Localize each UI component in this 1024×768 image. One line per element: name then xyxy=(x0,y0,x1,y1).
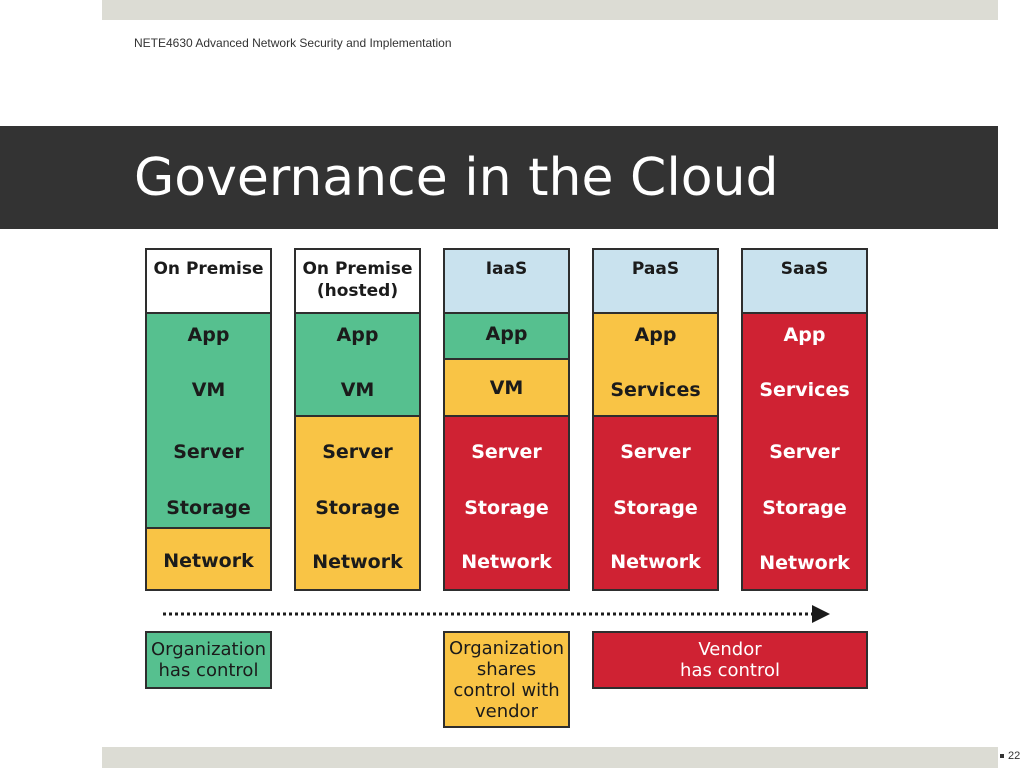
layer-label: Network xyxy=(610,551,701,573)
responsibility-arrow xyxy=(163,605,830,623)
column-header: PaaS xyxy=(594,250,717,314)
layer-label: App xyxy=(485,323,528,345)
legend-shared-control: Organization shares control with vendor xyxy=(443,631,570,728)
title-bar xyxy=(0,126,998,229)
layer-label: App xyxy=(187,324,230,346)
layer-label: Storage xyxy=(613,497,698,519)
page-number: 22 xyxy=(1000,750,1020,762)
slide-title: Governance in the Cloud xyxy=(134,148,779,208)
layer-label: Storage xyxy=(464,497,549,519)
column-on-premise-hosted: On Premise (hosted) App VM Server Storag… xyxy=(294,248,421,591)
segment-shared-control: VM xyxy=(445,360,568,417)
layer-label: Storage xyxy=(762,497,847,519)
layer-label: Services xyxy=(610,379,701,401)
column-header: IaaS xyxy=(445,250,568,314)
layer-label: Network xyxy=(163,550,254,572)
legend-vendor-control: Vendor has control xyxy=(592,631,868,689)
layer-label: Server xyxy=(173,441,244,463)
layer-label: VM xyxy=(191,379,226,401)
course-title: NETE4630 Advanced Network Security and I… xyxy=(134,36,452,50)
layer-label: VM xyxy=(340,379,375,401)
column-header: On Premise (hosted) xyxy=(296,250,419,314)
segment-vendor-control: Server Storage Network xyxy=(445,417,568,589)
layer-label: Server xyxy=(471,441,542,463)
column-header: On Premise xyxy=(147,250,270,314)
column-on-premise: On Premise App VM Server Storage Network xyxy=(145,248,272,591)
segment-vendor-control: Server Storage Network xyxy=(594,417,717,589)
segment-org-control: App VM xyxy=(296,314,419,417)
layer-label: Network xyxy=(312,551,403,573)
layer-label: Storage xyxy=(315,497,400,519)
column-header: SaaS xyxy=(743,250,866,314)
bullet-icon xyxy=(1000,754,1004,759)
segment-vendor-control: App Services Server Storage Network xyxy=(743,314,866,589)
layer-label: App xyxy=(783,324,826,346)
layer-label: Server xyxy=(322,441,393,463)
column-paas: PaaS App Services Server Storage Network xyxy=(592,248,719,591)
segment-shared-control: App Services xyxy=(594,314,717,417)
column-iaas: IaaS App VM Server Storage Network xyxy=(443,248,570,591)
layer-label: Storage xyxy=(166,497,251,519)
layer-label: Network xyxy=(461,551,552,573)
layer-label: Network xyxy=(759,552,850,574)
layer-label: App xyxy=(634,324,677,346)
layer-label: VM xyxy=(489,377,524,399)
layer-label: Server xyxy=(769,441,840,463)
layer-label: Services xyxy=(759,379,850,401)
page-number-text: 22 xyxy=(1008,750,1021,762)
column-saas: SaaS App Services Server Storage Network xyxy=(741,248,868,591)
layer-label: App xyxy=(336,324,379,346)
segment-shared-control: Server Storage Network xyxy=(296,417,419,589)
bottom-band xyxy=(102,747,998,768)
top-band xyxy=(102,0,998,20)
segment-org-control: App xyxy=(445,314,568,360)
layer-label: Server xyxy=(620,441,691,463)
segment-shared-control: Network xyxy=(147,529,270,589)
segment-org-control: App VM Server Storage xyxy=(147,314,270,529)
legend-org-control: Organization has control xyxy=(145,631,272,689)
